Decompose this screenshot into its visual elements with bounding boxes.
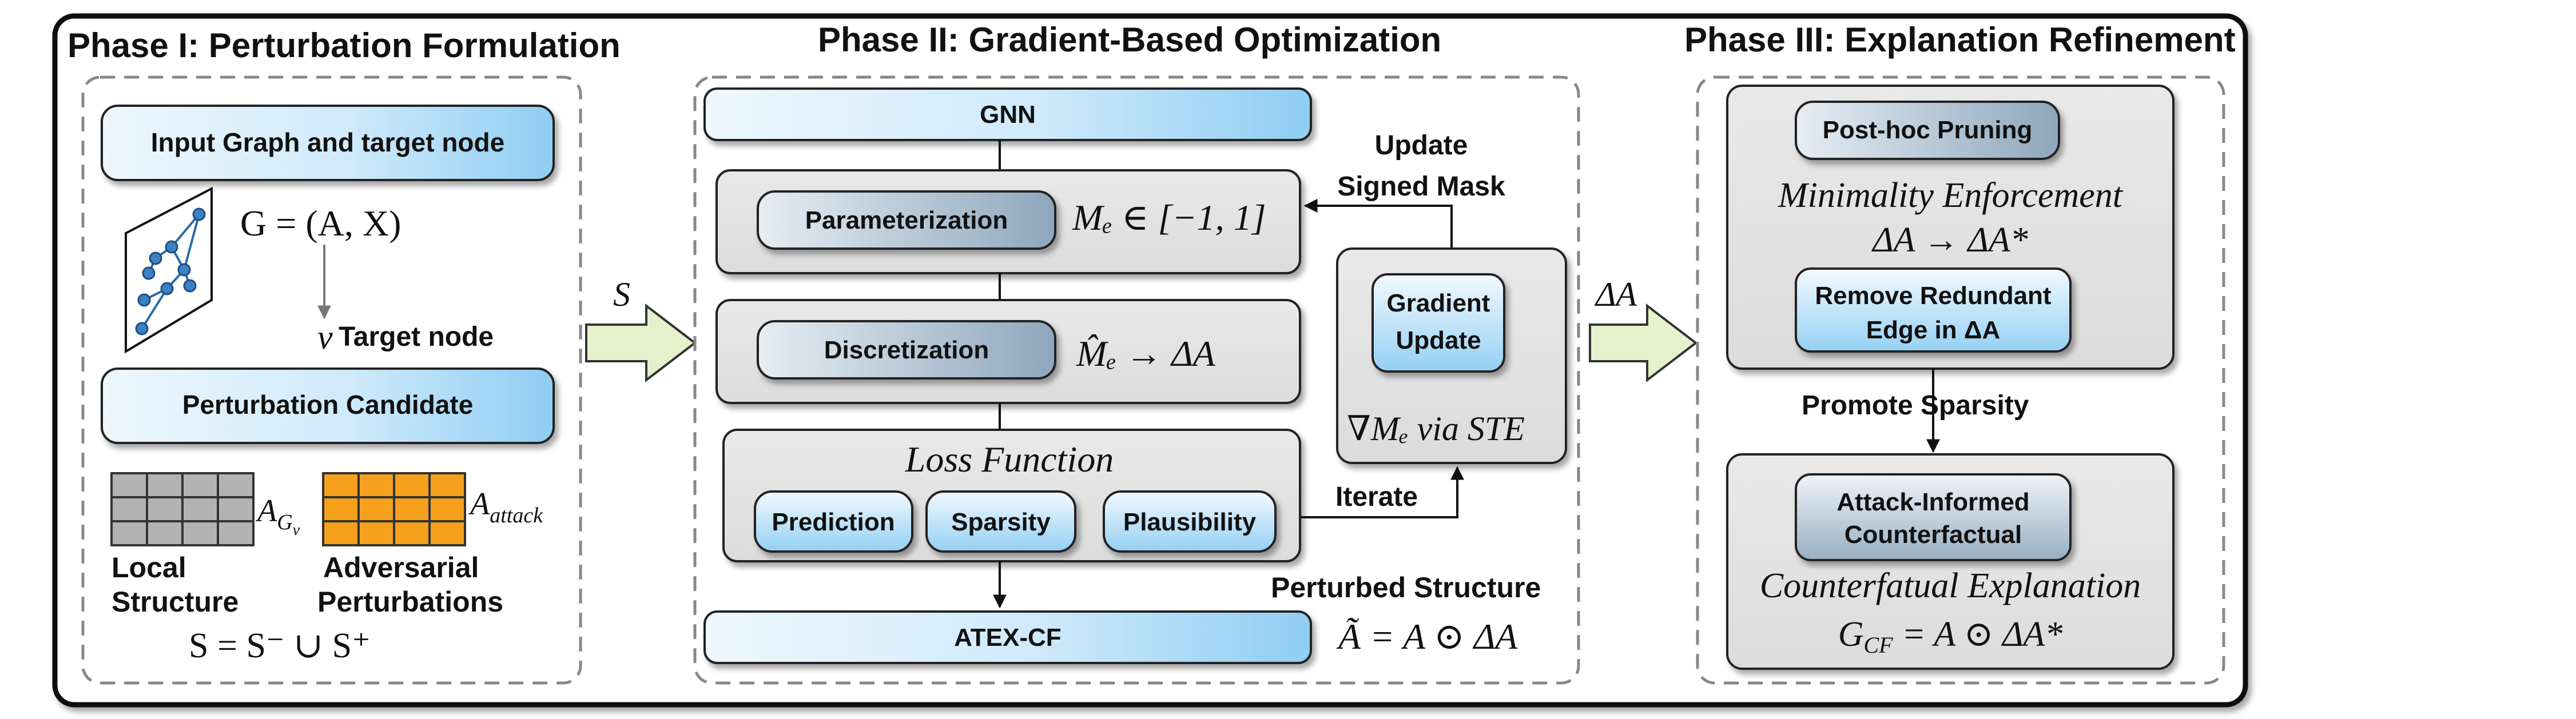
loss-function-title: Loss Function [905,439,1114,480]
gnn-box [703,87,1312,141]
node-variable: v [317,318,333,356]
arrow2-label: ΔA [1595,275,1637,313]
phase-1-title: Phase I: Perturbation Formulation [67,26,621,65]
input-graph-label: Input Graph and target node [151,127,504,157]
remove-redundant-box [1795,267,2072,353]
local-matrix-symbol: AGv [255,493,300,539]
iterate-label: Iterate [1335,482,1418,512]
perturbation-candidate-label: Perturbation Candidate [182,390,474,420]
arrow1-label: S [613,275,630,313]
gradient-update-line1: Gradient [1387,289,1490,317]
adversarial-label-2: Perturbations [317,586,503,618]
loss-item-plausibility-label: Plausibility [1123,508,1257,536]
local-structure-label-2: Structure [112,586,238,618]
discretization-label: Discretization [824,336,989,364]
discretization-formula: M̂ₑ → ΔA [1076,333,1216,374]
atex-cf-box [703,610,1312,664]
update-label-2: Signed Mask [1337,171,1505,202]
parameterization-box [757,190,1056,250]
atex-cf-label: ATEX-CF [954,624,1061,652]
phase-1-dashed-panel [81,75,582,685]
phase-3-title: Phase III: Explanation Refinement [1684,21,2236,59]
phase-2-title: Phase II: Gradient-Based Optimization [818,21,1441,59]
minimality-text: Minimality Enforcement [1778,176,2124,215]
remove-redundant-line1: Remove Redundant [1815,282,2052,310]
attack-informed-line2: Counterfactual [1844,521,2022,549]
parameterization-label: Parameterization [805,206,1008,234]
loss-item-plausibility [1103,490,1277,553]
minimality-formula: ΔA → ΔA* [1871,221,2028,259]
attack-informed-box [1795,473,2072,561]
adversarial-matrix [322,472,466,546]
cf-formula: GCF = A ⊙ ΔA* [1838,615,2063,658]
phase-3: Phase III: Explanation Refinement Post-h… [1684,21,2236,685]
phase-3-dashed-panel [1696,75,2225,685]
gradient-update-line2: Update [1396,326,1481,354]
gradient-update-box [1372,273,1505,373]
promote-sparsity-label: Promote Sparsity [1802,390,2029,421]
gnn-label: GNN [980,101,1036,129]
arrow-phase2-to-phase3: ΔA [1589,275,1698,383]
discretization-box [757,320,1056,380]
arrow-phase1-to-phase2: S [585,275,697,383]
cf-explanation-text: Counterfatual Explanation [1760,566,2141,605]
perturbed-structure-label: Perturbed Structure [1271,572,1541,604]
input-graph-box [101,105,555,181]
loss-item-prediction [754,490,913,553]
set-formula: S = S⁻ ∪ S⁺ [189,626,371,665]
loss-item-sparsity-label: Sparsity [951,508,1051,536]
adversarial-label-1: Adversarial [323,552,479,584]
graph-formula: G = (A, X) [240,203,401,243]
iterate-arrow [1300,466,1464,518]
post-hoc-pruning-box [1795,101,2060,160]
post-hoc-pruning-label: Post-hoc Pruning [1823,116,2033,144]
perturbation-candidate-box [101,368,555,444]
gradient-formula: ∇Mₑ via STE [1347,410,1525,448]
update-mask-arrow [1303,199,1453,249]
remove-redundant-line2: Edge in ΔA [1866,316,2001,344]
atex-formula: Ã = A ⊙ ΔA [1336,616,1518,657]
loss-item-sparsity [925,490,1076,553]
phase-2-dashed-panel [693,75,1580,685]
update-label-1: Update [1375,130,1468,161]
local-structure-matrix [110,472,255,546]
target-node-label: Target node [339,322,494,352]
loss-item-prediction-label: Prediction [772,508,895,536]
attack-matrix-symbol: Aattack [468,486,543,528]
graph-icon [125,186,213,354]
phase-1: Phase I: Perturbation Formulation Input … [67,26,621,685]
local-structure-label-1: Local [112,552,186,584]
attack-informed-line1: Attack-Informed [1836,488,2029,516]
parameterization-formula: Mₑ ∈ [−1, 1] [1072,197,1266,238]
phase-2: Phase II: Gradient-Based Optimization GN… [693,21,1580,685]
